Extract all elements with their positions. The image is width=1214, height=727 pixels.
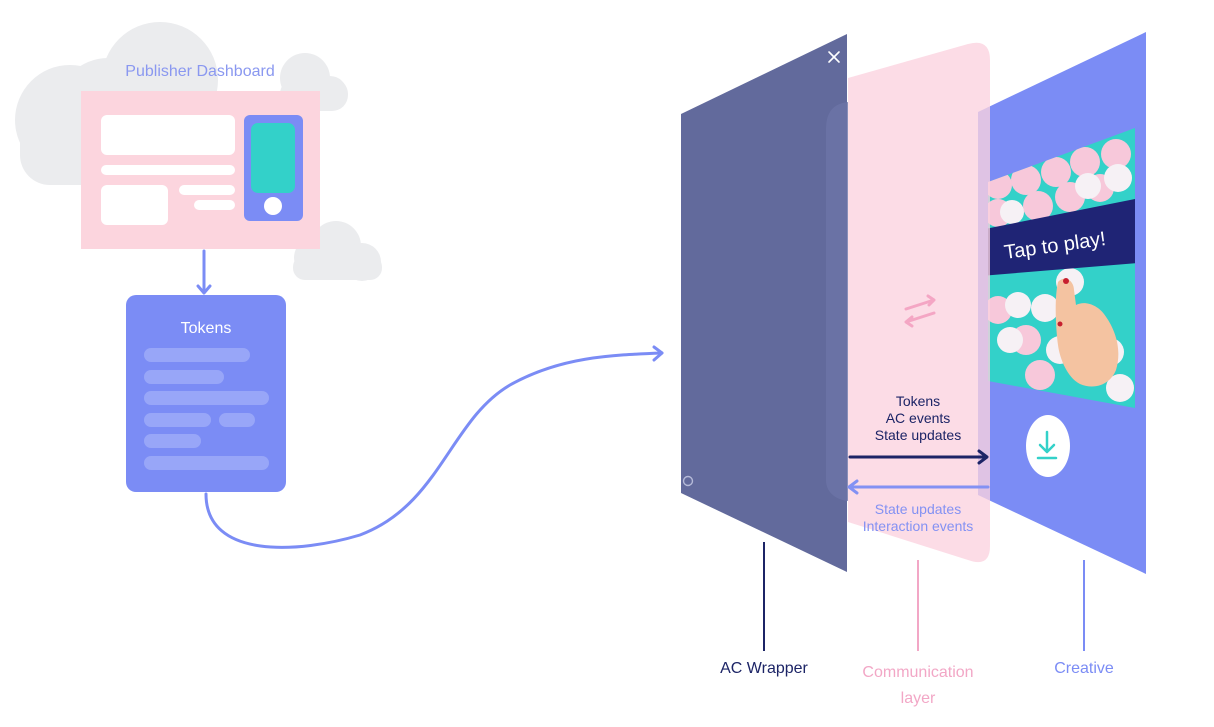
wrapper-logo-icon <box>682 475 694 487</box>
communication-layer <box>848 42 990 563</box>
publisher-dashboard-card <box>81 91 320 249</box>
arrow-down-icon <box>196 249 212 295</box>
to-creative-label: Tokens AC events State updates <box>875 393 961 444</box>
communication-layer-label: Communication layer <box>862 660 973 712</box>
curved-connector-arrow <box>204 345 664 549</box>
to-wrapper-label: State updates Interaction events <box>863 501 974 535</box>
publisher-dashboard-title: Publisher Dashboard <box>125 63 275 80</box>
download-icon[interactable] <box>1026 415 1070 477</box>
communication-label-line: Communication <box>862 664 974 681</box>
creative-label: Creative <box>1054 660 1114 677</box>
arrow-to-wrapper <box>847 479 990 495</box>
tokens-card-title: Tokens <box>180 320 232 337</box>
to-wrapper-line: State updates <box>874 501 962 517</box>
ac-wrapper-label: AC Wrapper <box>720 660 808 677</box>
to-creative-line: State updates <box>874 427 962 443</box>
arrow-to-creative <box>848 449 989 465</box>
to-wrapper-line: Interaction events <box>862 518 974 534</box>
swap-arrows-icon <box>904 294 936 328</box>
phone-icon <box>244 115 303 221</box>
communication-label-line: layer <box>900 690 936 707</box>
creative-layer: Tap to play! <box>978 32 1146 574</box>
close-icon[interactable] <box>828 51 840 63</box>
to-creative-line: AC events <box>885 410 951 426</box>
hand-icon <box>1055 278 1119 387</box>
game-preview <box>988 128 1135 408</box>
to-creative-line: Tokens <box>895 393 941 409</box>
ac-wrapper-layer <box>681 34 848 572</box>
tokens-card <box>126 295 286 492</box>
